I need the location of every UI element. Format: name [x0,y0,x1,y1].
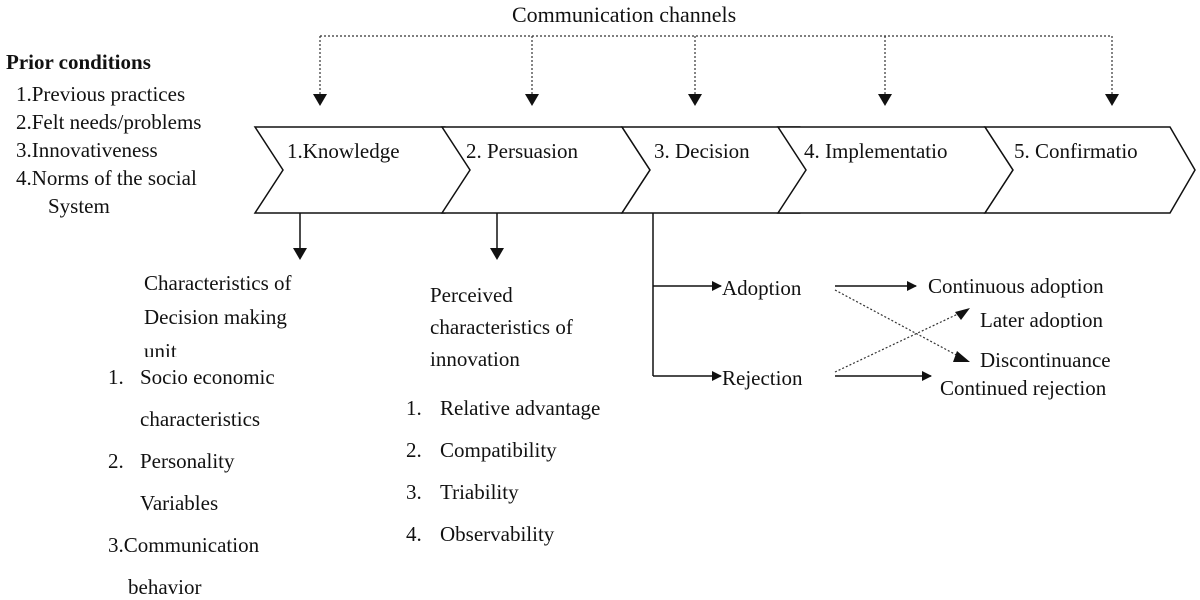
knowledge-item-2-line-2: Variables [140,491,219,515]
stage-label-decision: 3. Decision [654,139,750,163]
persuasion-item-2-number: 2. [406,438,422,462]
prior-item-1: 1.Previous practices [16,82,186,106]
prior-item-4: 4.Norms of the social [16,166,197,190]
knowledge-item-3-line-1: 3.Communication [108,533,260,557]
persuasion-heading-line-2: characteristics of [430,315,573,339]
knowledge-item-3-line-2: behavior [128,575,202,599]
persuasion-heading-line-1: Perceived [430,283,513,307]
persuasion-heading-line-3: innovation [430,347,520,367]
persuasion-item-1-label: Relative advantage [440,396,601,420]
knowledge-heading-line-1: Characteristics of [144,271,292,295]
later-adoption-label: Later adoption [980,308,1104,328]
prior-conditions-heading: Prior conditions [6,50,151,74]
continued-rejection-label: Continued rejection [940,376,1107,400]
knowledge-item-2-line-1: Personality [140,449,235,473]
stage-label-knowledge: 1.Knowledge [287,139,400,163]
decision-cross-lines [834,289,963,373]
prior-item-2: 2.Felt needs/problems [16,110,202,134]
persuasion-item-3-label: Triability [440,480,519,504]
stage-chevrons [253,126,1196,214]
knowledge-heading-line-2: Decision making [144,305,287,329]
communication-channels-bracket [319,35,1113,96]
persuasion-item-4-label: Observability [440,522,555,546]
persuasion-item-2-label: Compatibility [440,438,557,462]
chevron-confirmation [983,126,1196,214]
persuasion-item-3-number: 3. [406,480,422,504]
knowledge-item-1-number: 1. [108,365,124,389]
stage-label-persuasion: 2. Persuasion [466,139,578,163]
prior-item-4-cont: System [48,194,110,218]
knowledge-item-2-number: 2. [108,449,124,473]
discontinuance-label: Discontinuance [980,348,1111,368]
knowledge-item-1-line-2: characteristics [140,407,261,431]
prior-item-3: 3.Innovativeness [16,138,158,162]
persuasion-item-1-number: 1. [406,396,422,420]
decision-cross-arrowheads [953,308,970,362]
knowledge-item-1-line-1: Socio economic [140,365,275,389]
adoption-label: Adoption [722,276,802,300]
stage-label-implementation: 4. Implementatio [804,139,948,163]
stage-down-arrows [299,213,498,250]
persuasion-item-4-number: 4. [406,522,422,546]
stage-down-arrowheads [293,248,504,260]
communication-channels-title: Communication channels [512,2,737,27]
continuous-adoption-label: Continuous adoption [928,274,1104,298]
stage-label-confirmation: 5. Confirmatio [1014,139,1138,163]
decision-branch-lines [652,213,932,381]
rejection-label: Rejection [722,366,803,390]
channel-arrowheads [313,94,1119,106]
knowledge-heading-line-3: unit [144,339,177,357]
